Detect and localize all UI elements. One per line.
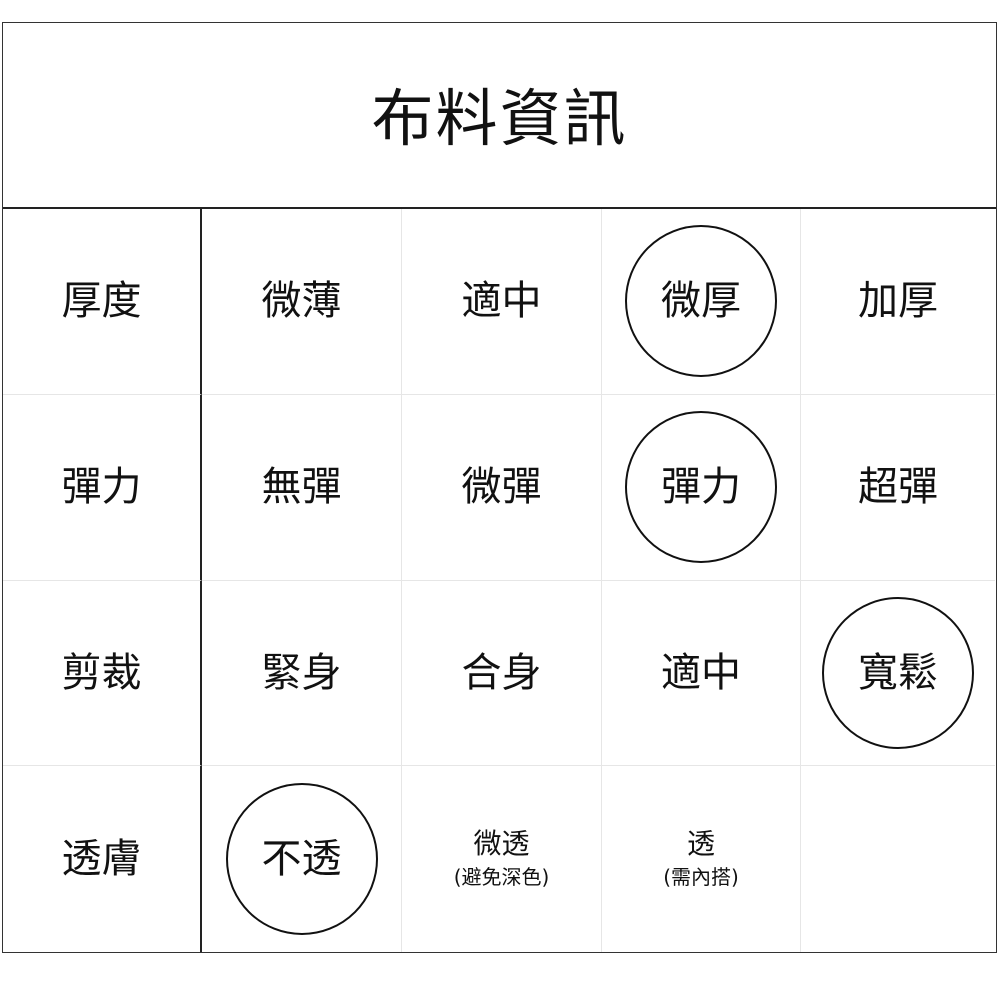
option-cell-selected: 寬鬆 xyxy=(801,581,995,767)
option-cell: 適中 xyxy=(602,580,801,767)
option-cell-selected: 不透 xyxy=(202,766,402,952)
option-cell: 加厚 xyxy=(801,209,995,395)
option-text: 微彈 xyxy=(461,464,542,511)
label-text: 剪裁 xyxy=(61,649,142,696)
option-cell: 微薄 xyxy=(202,209,402,395)
option-cell: 微透 (避免深色) xyxy=(402,766,602,952)
label-text: 透膚 xyxy=(61,836,142,883)
label-text: 厚度 xyxy=(61,278,142,325)
option-text: 緊身 xyxy=(261,649,342,696)
option-text: 微薄 xyxy=(261,278,342,325)
option-cell: 微彈 xyxy=(402,394,602,581)
option-text: 無彈 xyxy=(261,464,342,511)
option-text: 透 xyxy=(686,826,715,860)
option-text: 加厚 xyxy=(858,278,938,325)
option-cell: 適中 xyxy=(402,209,602,395)
option-cell-selected: 彈力 xyxy=(602,394,801,581)
selected-circle-icon xyxy=(625,411,777,564)
header: 布料資訊 xyxy=(3,23,996,209)
fabric-info-card: 布料資訊 厚度 微薄 適中 微厚 加厚 彈力 無彈 微彈 彈力 超彈 剪裁 緊身… xyxy=(2,22,997,953)
option-cell: 緊身 xyxy=(202,580,402,767)
option-cell: 合身 xyxy=(402,580,602,767)
selected-circle-icon xyxy=(225,783,378,936)
row-label-sheerness: 透膚 xyxy=(3,766,202,952)
row-label-thickness: 厚度 xyxy=(3,209,202,395)
row-label-cut: 剪裁 xyxy=(3,580,202,767)
row-label-elasticity: 彈力 xyxy=(3,394,202,581)
label-text: 彈力 xyxy=(61,464,142,511)
selected-circle-icon xyxy=(625,225,777,378)
option-text: 適中 xyxy=(661,649,741,696)
option-note: (需內搭) xyxy=(663,864,739,889)
option-cell-selected: 微厚 xyxy=(602,209,801,395)
option-text: 適中 xyxy=(461,278,542,325)
option-cell: 無彈 xyxy=(202,394,402,581)
option-note: (避免深色) xyxy=(453,864,550,889)
option-cell: 超彈 xyxy=(801,395,995,581)
fabric-attribute-table: 厚度 微薄 適中 微厚 加厚 彈力 無彈 微彈 彈力 超彈 剪裁 緊身 合身 適… xyxy=(3,209,996,952)
option-text: 微透 xyxy=(473,826,530,860)
selected-circle-icon xyxy=(822,596,974,749)
option-text: 超彈 xyxy=(858,464,938,511)
option-text: 合身 xyxy=(461,649,542,696)
empty-cell xyxy=(801,766,995,952)
page-title: 布料資訊 xyxy=(371,82,628,155)
option-cell: 透 (需內搭) xyxy=(602,766,801,952)
